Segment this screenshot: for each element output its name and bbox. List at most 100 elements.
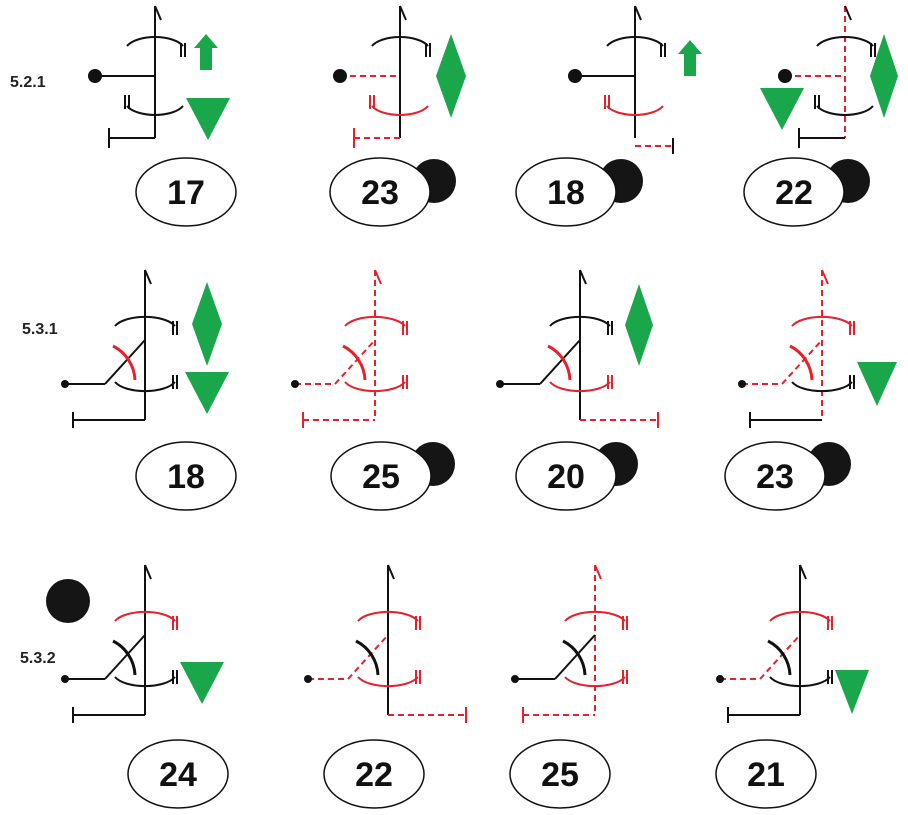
arc <box>371 105 429 116</box>
contact-bars <box>415 670 421 684</box>
arc <box>767 639 792 676</box>
switch-schematic <box>738 269 855 428</box>
contact-bars <box>172 375 178 389</box>
cell-number: 24 <box>159 756 197 794</box>
number-ellipse: 23 <box>724 441 826 511</box>
switch-schematic <box>88 5 186 148</box>
arc <box>344 315 406 327</box>
ellipse-outline <box>724 441 826 511</box>
number-ellipse: 20 <box>515 441 617 511</box>
switch-schematic <box>496 269 659 428</box>
green-down-triangle-icon <box>180 662 224 704</box>
ellipse-outline <box>515 441 617 511</box>
number-ellipse: 24 <box>127 739 229 809</box>
number-ellipse: 18 <box>135 441 237 511</box>
switch-schematic <box>778 5 876 148</box>
line <box>759 634 801 680</box>
ellipse-outline <box>509 739 611 809</box>
contact-bars <box>849 321 855 335</box>
number-ellipse: 25 <box>330 441 432 511</box>
arc <box>564 610 626 622</box>
arc <box>112 344 137 381</box>
contact-bars <box>622 670 628 684</box>
arc <box>549 315 611 327</box>
ellipse-outline <box>323 739 425 809</box>
diamond-shape <box>870 34 898 118</box>
row-label-5-3-2: 5.3.2 <box>20 650 56 667</box>
contact-bars <box>172 670 178 684</box>
row-label-5-2-1: 5.2.1 <box>10 74 46 91</box>
contact-bars <box>870 43 876 57</box>
terminal-dot <box>511 675 519 683</box>
arc <box>789 344 814 381</box>
arc <box>371 36 429 47</box>
green-down-triangle-icon <box>760 88 804 130</box>
switch-schematic <box>304 564 467 723</box>
green-diamond-icon <box>436 34 466 118</box>
line <box>634 5 642 21</box>
contact-bars <box>415 616 421 630</box>
terminal-dot <box>304 675 312 683</box>
ellipse-outline <box>715 739 817 809</box>
triangle-shape <box>857 362 897 406</box>
arc <box>126 36 184 47</box>
green-diamond-icon <box>870 34 898 118</box>
contact-bars <box>622 616 628 630</box>
line <box>144 564 152 580</box>
contact-bars <box>660 43 666 57</box>
number-ellipse: 22 <box>743 157 845 227</box>
arc <box>547 344 572 381</box>
line <box>594 564 602 580</box>
terminal-dot <box>291 380 299 388</box>
ellipse-outline <box>135 157 237 227</box>
cell-number: 25 <box>362 458 400 496</box>
switch-schematic <box>61 269 178 428</box>
line <box>154 5 162 21</box>
arc <box>114 381 176 393</box>
arc <box>564 676 626 688</box>
line <box>821 269 829 285</box>
cell-number: 17 <box>167 174 205 212</box>
arc <box>606 105 664 116</box>
ellipse-outline <box>515 157 617 227</box>
diamond-shape <box>436 34 466 118</box>
arrow-shape <box>678 40 702 76</box>
contact-bars <box>124 95 130 109</box>
line <box>844 5 852 21</box>
switch-schematic <box>61 564 178 723</box>
cell-number: 21 <box>747 756 785 794</box>
row-label-5-3-1: 5.3.1 <box>22 321 58 338</box>
number-ellipse: 25 <box>509 739 611 809</box>
contact-bars <box>849 375 855 389</box>
terminal-dot <box>496 380 504 388</box>
cell-number: 25 <box>541 756 579 794</box>
line <box>104 339 146 385</box>
cell-number: 22 <box>775 174 813 212</box>
green-up-arrow-icon <box>678 40 702 76</box>
terminal-dot <box>716 675 724 683</box>
line <box>144 269 152 285</box>
contact-bars <box>402 321 408 335</box>
arc <box>816 36 874 47</box>
number-ellipse: 23 <box>329 157 431 227</box>
terminal-dot <box>568 69 582 83</box>
contact-bars <box>604 95 610 109</box>
line <box>781 339 823 385</box>
terminal-dot <box>333 69 347 83</box>
green-down-triangle-icon <box>835 670 869 714</box>
terminal-dot <box>88 69 102 83</box>
arrow-shape <box>194 34 218 70</box>
arc <box>549 381 611 393</box>
terminal-dot <box>738 380 746 388</box>
terminal-dot <box>61 675 69 683</box>
green-up-arrow-icon <box>194 34 218 70</box>
number-ellipse: 22 <box>323 739 425 809</box>
cell-number: 22 <box>355 756 393 794</box>
line <box>579 269 587 285</box>
switch-schematic <box>716 564 833 723</box>
black-dot-icon <box>46 579 90 623</box>
triangle-shape <box>186 98 230 140</box>
contact-bars <box>827 616 833 630</box>
contact-bars <box>607 321 613 335</box>
